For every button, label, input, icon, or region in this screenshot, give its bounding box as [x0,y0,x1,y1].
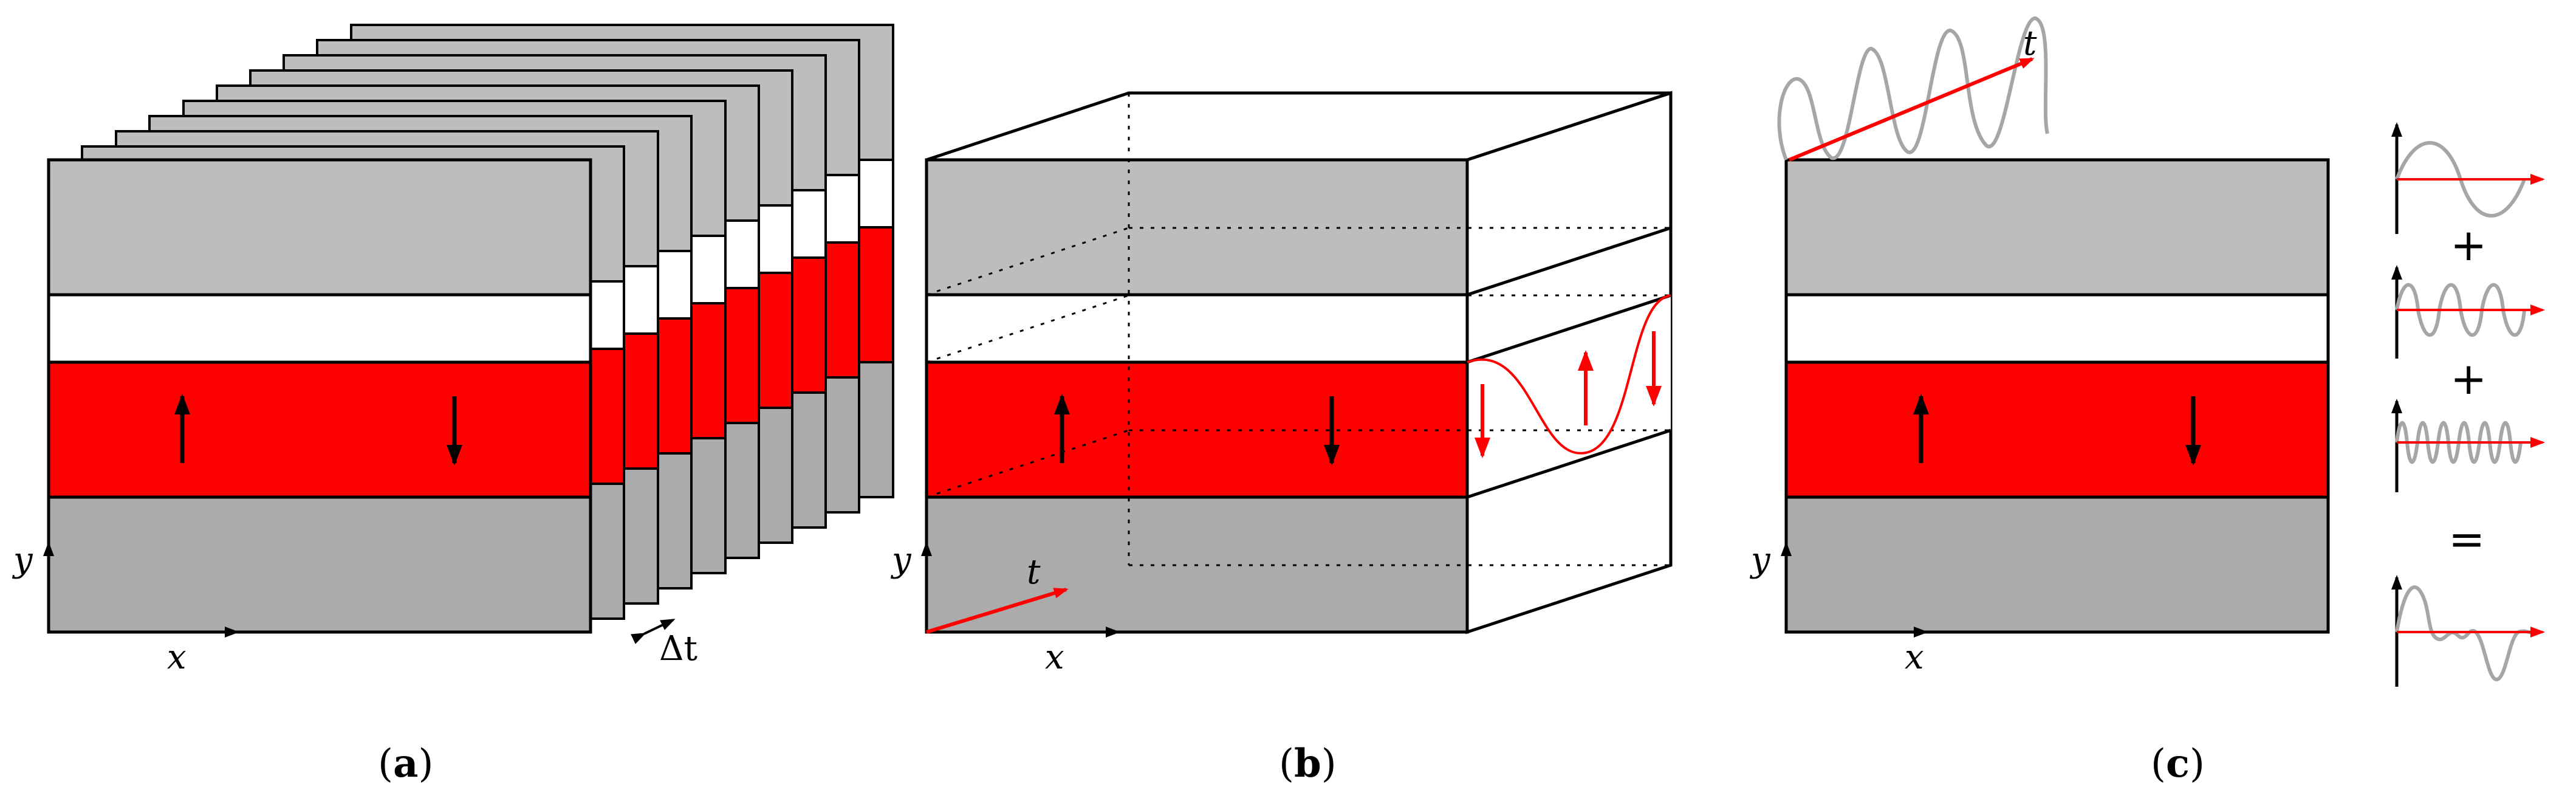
x-axis-label: x [1905,638,1924,677]
white-layer [1784,293,2330,364]
panel-c: t y x (c) [1749,16,2330,786]
plus-sign: + [2450,219,2487,270]
delta-t-arrow [631,619,676,644]
y-axis-label: y [1749,540,1771,580]
panel-label-a: (a) [378,741,433,786]
wavepacket-icon [2395,585,2538,681]
delta-t-label: Δt [659,629,697,669]
front-slice [47,158,592,634]
red-layer [1784,360,2330,499]
fourier-sum [2391,575,2545,687]
bottom-gray-layer [1784,495,2330,634]
y-axis-label: y [890,540,912,580]
bottom-gray-layer [47,495,592,634]
panel-label-b: (b) [1279,741,1337,786]
y-axis-label: y [12,540,33,580]
helical-wave [1777,16,2049,161]
top-gray-layer [1784,158,2330,297]
front-white-layer [925,293,1469,364]
fourier-decomposition: + + = [2391,122,2545,687]
white-layer [47,293,592,364]
t-axis-arrow [926,588,1069,634]
fourier-component-3 [2391,399,2545,492]
fourier-component-2 [2391,265,2545,359]
red-layer [47,360,592,499]
top-gray-layer [47,158,592,297]
panel-a: y x Δt (a) [12,24,894,786]
plus-sign: + [2450,353,2487,404]
x-axis-label: x [167,638,187,677]
t-axis-label: t [1027,552,1041,592]
panel-b: y x t (b) [890,91,1673,786]
t-axis-arrow [1788,57,2035,162]
t-axis-label: t [2023,24,2037,63]
x-axis-label: x [1045,638,1064,677]
panel-label-c: (c) [2151,741,2205,786]
sine-wave-icon [1467,294,1671,455]
equals-sign: = [2448,514,2485,565]
fourier-component-1 [2391,122,2545,234]
